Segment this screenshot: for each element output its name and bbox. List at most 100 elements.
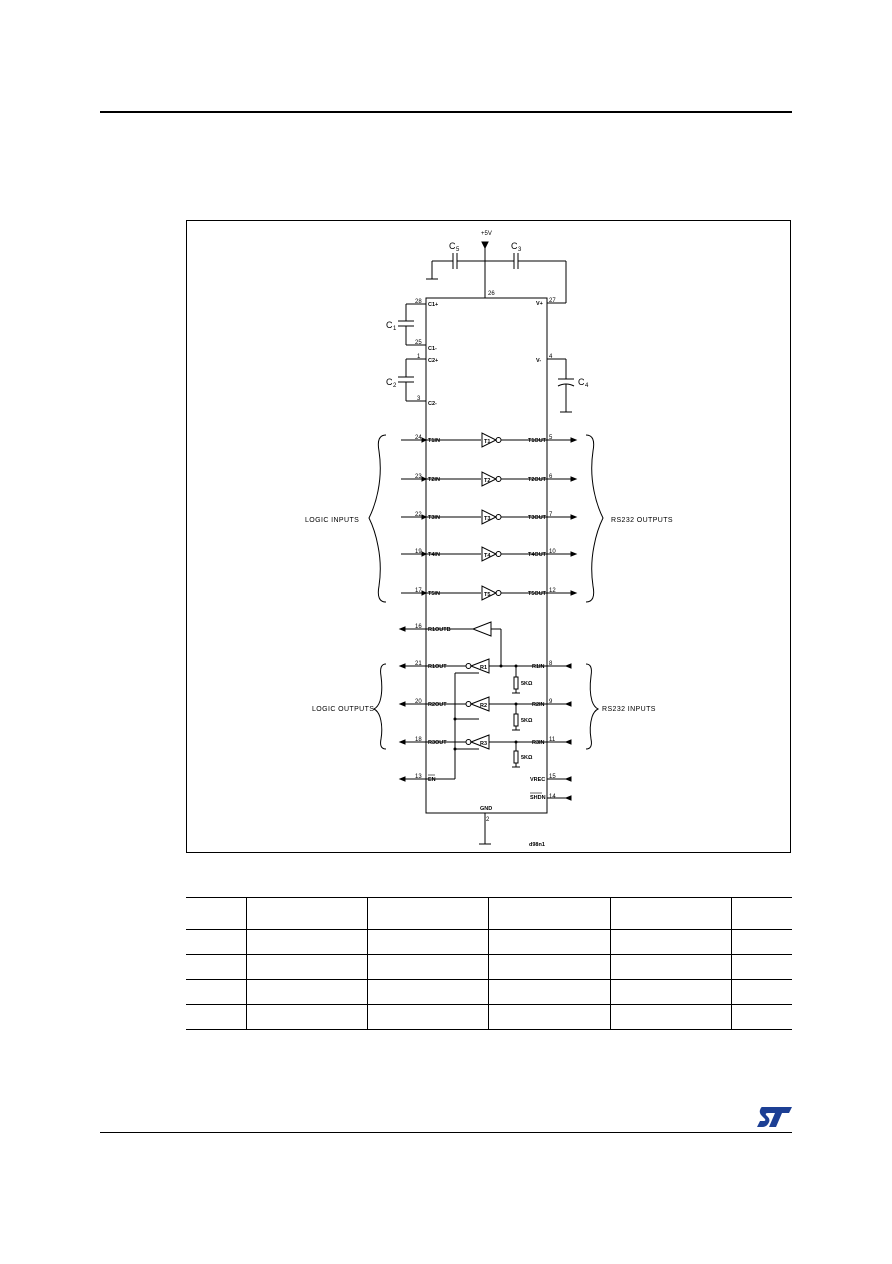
transmitter-row-1 bbox=[401, 432, 578, 448]
table-header-cell bbox=[246, 897, 368, 930]
gate-r3: R3 bbox=[480, 741, 487, 747]
sig-r1outb: R1OUTB bbox=[428, 627, 451, 633]
table-cell bbox=[488, 979, 611, 1005]
table-cell bbox=[609, 929, 732, 955]
table-cell bbox=[367, 954, 489, 980]
sig-c2m: C2- bbox=[428, 401, 437, 407]
sig-r2in: R2IN bbox=[532, 702, 545, 708]
sig-r3out: R3OUT bbox=[428, 740, 447, 746]
receiver-row-1 bbox=[398, 658, 572, 694]
label-rs232-inputs: RS232 INPUTS bbox=[602, 706, 656, 713]
pin-r2in: 9 bbox=[549, 699, 553, 705]
sig-t5out: T5OUT bbox=[528, 591, 547, 597]
table-cell bbox=[246, 979, 368, 1005]
st-logo-icon bbox=[757, 1107, 792, 1127]
gate-t1: T1 bbox=[484, 439, 490, 445]
table-cell bbox=[367, 929, 489, 955]
receiver-row-2 bbox=[398, 696, 572, 731]
pin-c1p: 28 bbox=[415, 299, 422, 305]
gate-t3: T3 bbox=[484, 516, 490, 522]
pin-c2p: 1 bbox=[417, 354, 421, 360]
st-logo-mark bbox=[757, 1107, 792, 1127]
pin-vrec: 15 bbox=[549, 774, 556, 780]
table-cell bbox=[609, 1004, 732, 1030]
pin-gnd: 2 bbox=[486, 817, 490, 823]
gate-t5: T5 bbox=[484, 592, 490, 598]
transmitter-row-5 bbox=[401, 585, 578, 601]
pin-t4in: 19 bbox=[415, 549, 422, 555]
table-row bbox=[186, 979, 792, 1005]
pin-r1outb: 16 bbox=[415, 624, 422, 630]
pin-r3in: 11 bbox=[549, 737, 556, 743]
data-table bbox=[186, 897, 792, 1030]
table-cell bbox=[488, 929, 611, 955]
cap-c3-letter: C bbox=[511, 241, 518, 251]
table-header-cell bbox=[488, 897, 611, 930]
transmitter-row-4 bbox=[401, 546, 578, 562]
sig-t2in: T2IN bbox=[428, 477, 440, 483]
sig-c2p: C2+ bbox=[428, 358, 438, 364]
footer-rule bbox=[100, 1132, 792, 1133]
pin-t3out: 7 bbox=[549, 512, 553, 518]
resistor-r2: 5KΩ bbox=[521, 718, 533, 724]
table-cell bbox=[730, 1004, 792, 1030]
table-cell bbox=[488, 1004, 611, 1030]
pin-t3in: 22 bbox=[415, 512, 422, 518]
table-cell bbox=[186, 1004, 247, 1030]
transmitter-row-2 bbox=[401, 471, 578, 487]
table-cell bbox=[367, 979, 489, 1005]
resistor-r1: 5KΩ bbox=[521, 681, 533, 687]
sig-t3in: T3IN bbox=[428, 515, 440, 521]
pin-vplus: 27 bbox=[549, 298, 556, 304]
table-cell bbox=[186, 929, 247, 955]
header-rule bbox=[100, 111, 792, 113]
cap-c4-letter: C bbox=[578, 377, 585, 387]
sig-t3out: T3OUT bbox=[528, 515, 547, 521]
sig-t2out: T2OUT bbox=[528, 477, 547, 483]
sig-t4in: T4IN bbox=[428, 552, 440, 558]
gate-t4: T4 bbox=[484, 553, 491, 559]
pin-vminus: 4 bbox=[549, 354, 553, 360]
cap-c2-index: 2 bbox=[393, 383, 397, 389]
pin-r2out: 20 bbox=[415, 699, 422, 705]
sig-vminus: V- bbox=[536, 358, 541, 364]
table-cell bbox=[609, 979, 732, 1005]
table-header-row bbox=[186, 897, 792, 930]
block-diagram: +5V 26 C 5 C 3 C 1 C 2 C 4 28 C1+ 25 C1-… bbox=[186, 220, 791, 853]
ic-body bbox=[425, 297, 548, 814]
cap-c3-index: 3 bbox=[518, 247, 522, 253]
figure-code: d98n1 bbox=[529, 842, 545, 848]
table-cell bbox=[367, 1004, 489, 1030]
pin-c2m: 3 bbox=[417, 396, 421, 402]
table-cell bbox=[488, 954, 611, 980]
receiver-row-3 bbox=[398, 734, 572, 768]
table-cell bbox=[186, 954, 247, 980]
pin-t5out: 12 bbox=[549, 588, 556, 594]
table-cell bbox=[246, 929, 368, 955]
table-cell bbox=[186, 979, 247, 1005]
table-header-cell bbox=[186, 897, 247, 930]
sig-t1out: T1OUT bbox=[528, 438, 547, 444]
sig-r1in: R1IN bbox=[532, 664, 545, 670]
table-cell bbox=[246, 954, 368, 980]
resistor-r3: 5KΩ bbox=[521, 755, 533, 761]
sig-shdn: SHDN bbox=[530, 795, 546, 801]
pin-t2out: 6 bbox=[549, 474, 553, 480]
gate-t2: T2 bbox=[484, 478, 490, 484]
cap-c1-index: 1 bbox=[393, 326, 397, 332]
sig-c1p: C1+ bbox=[428, 302, 438, 308]
pin-t1in: 24 bbox=[415, 435, 422, 441]
gnd-label: GND bbox=[480, 806, 492, 812]
table-header-cell bbox=[367, 897, 489, 930]
label-logic-outputs: LOGIC OUTPUTS bbox=[312, 706, 374, 713]
gate-r2: R2 bbox=[480, 703, 487, 709]
table-cell bbox=[246, 1004, 368, 1030]
pin-r3out: 18 bbox=[415, 737, 422, 743]
pin-r1in: 8 bbox=[549, 661, 553, 667]
pin-t5in: 17 bbox=[415, 588, 422, 594]
sig-c1m: C1- bbox=[428, 346, 437, 352]
cap-c1-letter: C bbox=[386, 320, 393, 330]
table-row bbox=[186, 954, 792, 980]
brace-rs232-inputs bbox=[585, 663, 600, 750]
